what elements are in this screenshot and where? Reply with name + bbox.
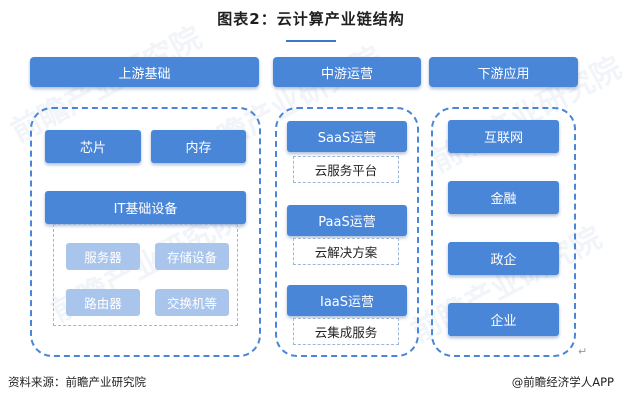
router-box: 路由器 — [66, 289, 140, 316]
paas-box: PaaS运营 — [287, 205, 407, 236]
it-equipment-group — [53, 224, 238, 326]
switch-box: 交换机等 — [155, 289, 229, 316]
brand-label: @前瞻经济学人APP — [511, 375, 614, 389]
header-upstream: 上游基础 — [30, 57, 259, 87]
downstream-panel — [431, 107, 576, 357]
source-note: 资料来源：前瞻产业研究院 — [8, 375, 146, 389]
government-box: 政企 — [448, 242, 559, 275]
upstream-panel — [30, 107, 261, 357]
storage-box: 存储设备 — [155, 243, 229, 270]
iaas-desc: 云集成服务 — [293, 318, 399, 345]
title-underline — [286, 40, 336, 42]
chip-box: 芯片 — [45, 130, 141, 163]
finance-box: 金融 — [448, 181, 559, 214]
memory-box: 内存 — [151, 130, 246, 163]
header-midstream: 中游运营 — [273, 57, 421, 87]
it-equipment-box: IT基础设备 — [45, 191, 246, 224]
saas-desc: 云服务平台 — [293, 156, 399, 183]
server-box: 服务器 — [66, 243, 140, 270]
paas-desc: 云解决方案 — [293, 238, 399, 265]
internet-box: 互联网 — [448, 120, 559, 153]
enterprise-box: 企业 — [448, 303, 559, 336]
return-icon: ↵ — [578, 345, 588, 358]
iaas-box: IaaS运营 — [287, 285, 407, 316]
saas-box: SaaS运营 — [287, 121, 407, 152]
page-title: 图表2：云计算产业链结构 — [217, 10, 405, 28]
header-downstream: 下游应用 — [429, 57, 578, 87]
midstream-panel — [275, 107, 419, 357]
